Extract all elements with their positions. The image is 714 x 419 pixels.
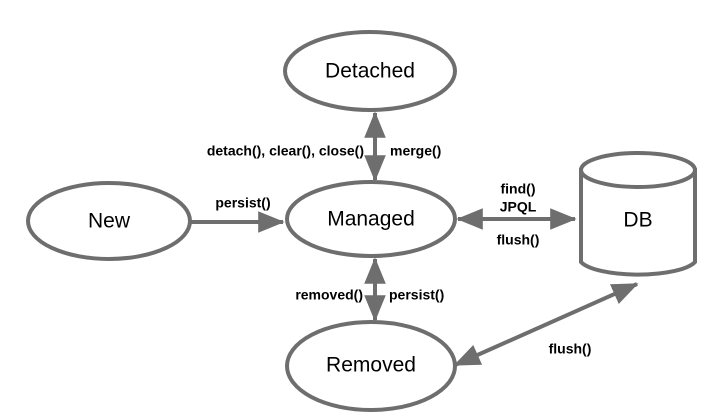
detached-ellipse[interactable] [283, 30, 457, 112]
edge-line-removed-db [453, 282, 639, 367]
edge-label-flush-removed: flush() [549, 341, 592, 357]
edge-managed-removed: removed() persist() [295, 257, 444, 322]
edge-label-detach-clear-close: detach(), clear(), close() [207, 143, 364, 159]
managed-ellipse[interactable] [285, 180, 457, 258]
edge-label-persist-removed: persist() [389, 287, 444, 303]
db-label: DB [623, 209, 652, 232]
edge-managed-db: find() JPQL flush() [456, 181, 577, 248]
edge-label-persist-new: persist() [215, 195, 270, 211]
edge-label-removed: removed() [295, 287, 363, 303]
node-detached[interactable]: Detached [283, 30, 457, 112]
removed-label: Removed [326, 354, 416, 377]
node-removed[interactable]: Removed [285, 320, 457, 412]
node-db[interactable]: DB [579, 151, 697, 277]
edge-label-flush-managed: flush() [497, 232, 540, 248]
managed-label: Managed [327, 208, 415, 231]
db-cylinder-top [579, 151, 697, 189]
edge-removed-db: flush() [453, 282, 639, 367]
new-label: New [88, 210, 131, 233]
db-cylinder-body[interactable] [579, 168, 697, 277]
new-ellipse[interactable] [26, 181, 192, 261]
edge-label-find: find() [501, 181, 536, 197]
edge-label-merge: merge() [390, 143, 441, 159]
edge-label-jpql: JPQL [500, 199, 537, 215]
edge-managed-detached: detach(), clear(), close() merge() [207, 111, 441, 182]
node-new[interactable]: New [26, 181, 192, 261]
removed-ellipse[interactable] [285, 320, 457, 412]
detached-label: Detached [325, 60, 415, 83]
node-managed[interactable]: Managed [285, 180, 457, 258]
edge-new-to-managed: persist() [191, 195, 285, 233]
